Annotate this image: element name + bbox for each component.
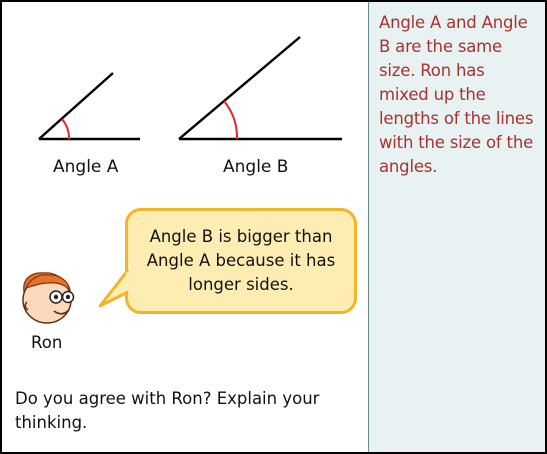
ron-name-label: Ron (31, 333, 63, 352)
speech-text: Angle B is bigger than Angle A because i… (146, 227, 336, 294)
angle-b-label: Angle B (223, 157, 289, 177)
question-panel: Angle A Angle B Angle B is bigger than A… (2, 2, 368, 452)
angle-a-upper-arm (38, 72, 114, 140)
angle-a-figure (38, 72, 140, 141)
speech-bubble-tail (98, 269, 130, 308)
speech-bubble: Angle B is bigger than Angle A because i… (125, 208, 357, 314)
angle-b-figure (178, 36, 342, 141)
angle-a-arc (61, 118, 71, 140)
answer-panel: Angle A and Angle B are the same size. R… (368, 2, 545, 452)
angle-a-label: Angle A (53, 157, 119, 177)
ron-mouth (53, 309, 70, 315)
angle-b-arc (223, 100, 239, 140)
ron-avatar (22, 272, 75, 324)
angle-b-upper-arm (178, 36, 301, 140)
answer-text: Angle A and Angle B are the same size. R… (379, 13, 534, 176)
question-prompt: Do you agree with Ron? Explain your thin… (15, 389, 320, 432)
